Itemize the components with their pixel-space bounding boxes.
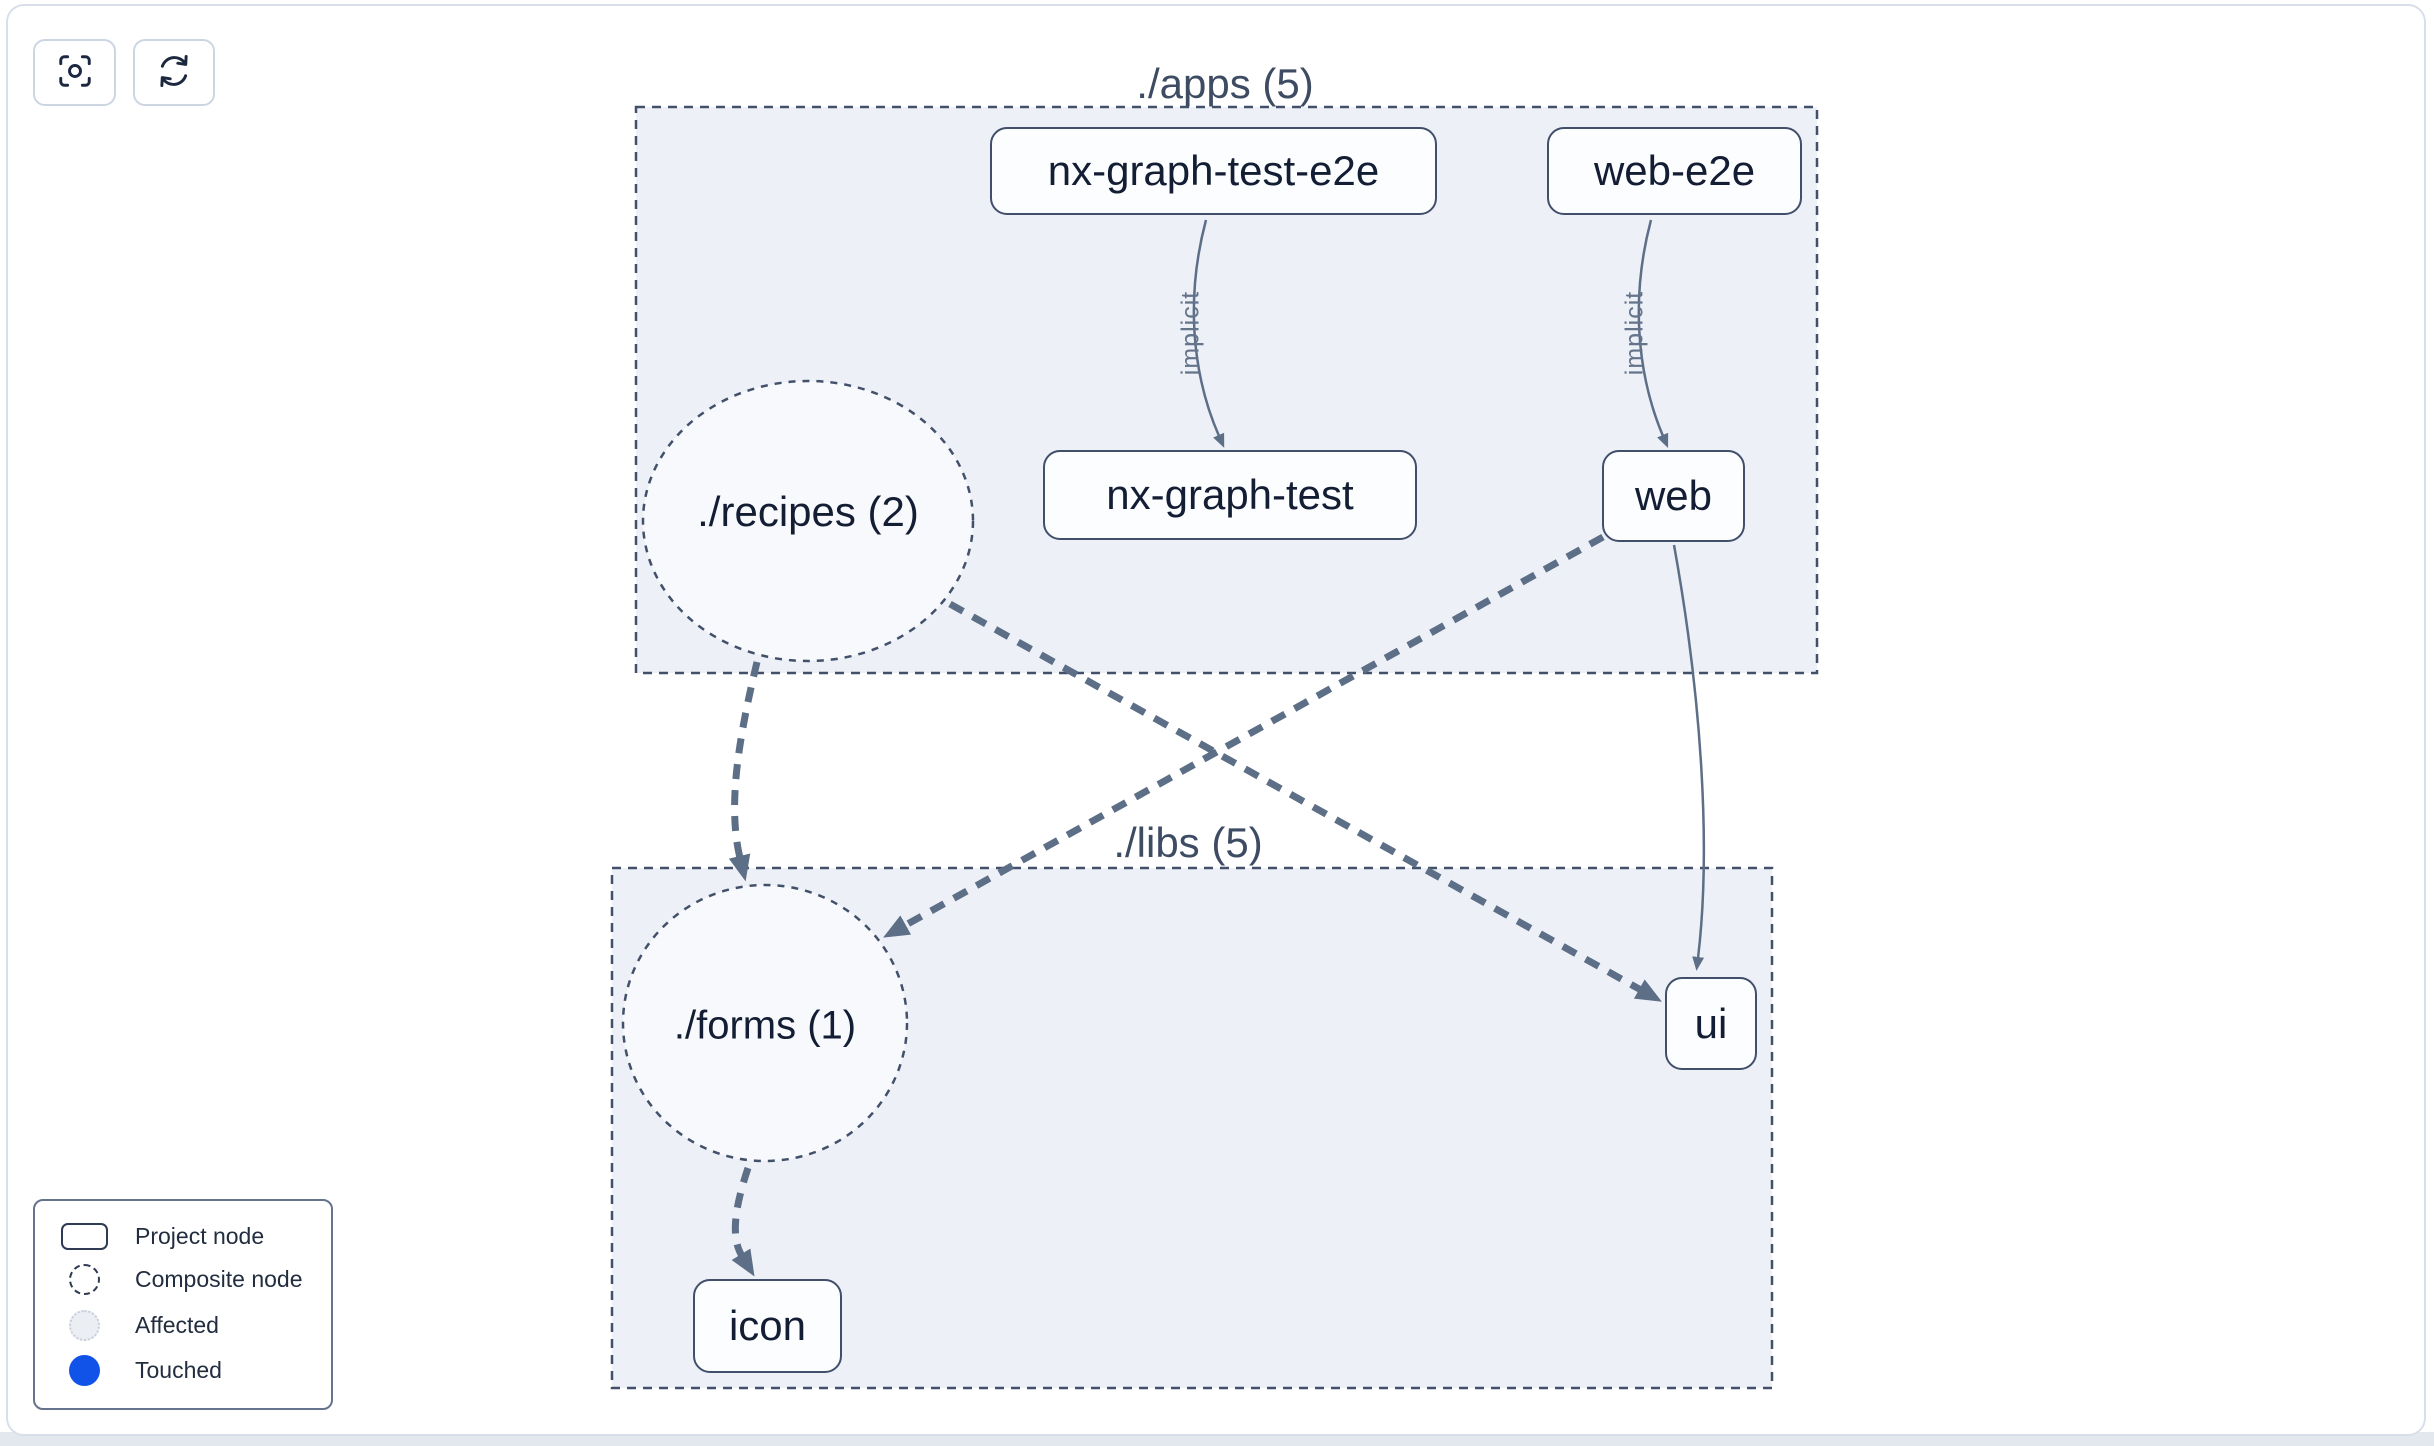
touched-swatch — [59, 1354, 109, 1386]
project-node-swatch — [59, 1223, 109, 1251]
legend-label: Touched — [135, 1356, 222, 1383]
edge-recipes-to-ui — [948, 600, 1662, 1002]
cluster-libs-label: ./libs (5) — [1113, 819, 1263, 866]
refresh-icon — [155, 52, 193, 93]
affected-swatch — [59, 1309, 109, 1341]
composite-node-recipes-label[interactable]: ./recipes (2) — [697, 488, 919, 535]
refresh-graph-button[interactable] — [133, 39, 215, 106]
graph-toolbar — [33, 39, 215, 106]
node-ui[interactable]: ui — [1665, 977, 1757, 1070]
edge-forms-to-icon — [731, 1166, 755, 1277]
legend-label: Composite node — [135, 1266, 303, 1293]
node-icon[interactable]: icon — [693, 1279, 842, 1373]
center-graph-button[interactable] — [33, 39, 116, 106]
legend-item-affected: Affected — [35, 1309, 331, 1341]
composite-node-forms-label[interactable]: ./forms (1) — [673, 1003, 857, 1048]
node-web[interactable]: web — [1602, 450, 1745, 542]
legend-label: Affected — [135, 1311, 219, 1338]
legend-item-composite-node: Composite node — [35, 1264, 331, 1296]
composite-node-swatch — [59, 1264, 109, 1296]
node-web-e2e[interactable]: web-e2e — [1547, 127, 1802, 215]
edge-label-implicit: implicit — [1176, 290, 1205, 376]
cluster-apps-label: ./apps (5) — [1136, 60, 1314, 107]
legend: Project node Composite node Affected Tou… — [33, 1199, 333, 1410]
edge-recipes-to-forms — [728, 661, 761, 882]
edge-label-implicit: implicit — [1620, 290, 1649, 376]
focus-icon — [56, 52, 94, 93]
node-nx-graph-test[interactable]: nx-graph-test — [1043, 450, 1417, 540]
composite-node-forms[interactable] — [621, 883, 909, 1163]
legend-label: Project node — [135, 1223, 265, 1250]
legend-item-touched: Touched — [35, 1354, 331, 1386]
composite-node-recipes[interactable] — [641, 379, 975, 663]
edge-web-to-ui — [1672, 544, 1706, 971]
node-nx-graph-test-e2e[interactable]: nx-graph-test-e2e — [990, 127, 1437, 215]
legend-item-project-node: Project node — [35, 1223, 331, 1251]
edge-web-e2e-to-web — [1637, 219, 1669, 448]
edge-nx-graph-test-e2e-to-nx-graph-test — [1192, 219, 1225, 448]
edge-web-to-forms — [883, 533, 1605, 938]
